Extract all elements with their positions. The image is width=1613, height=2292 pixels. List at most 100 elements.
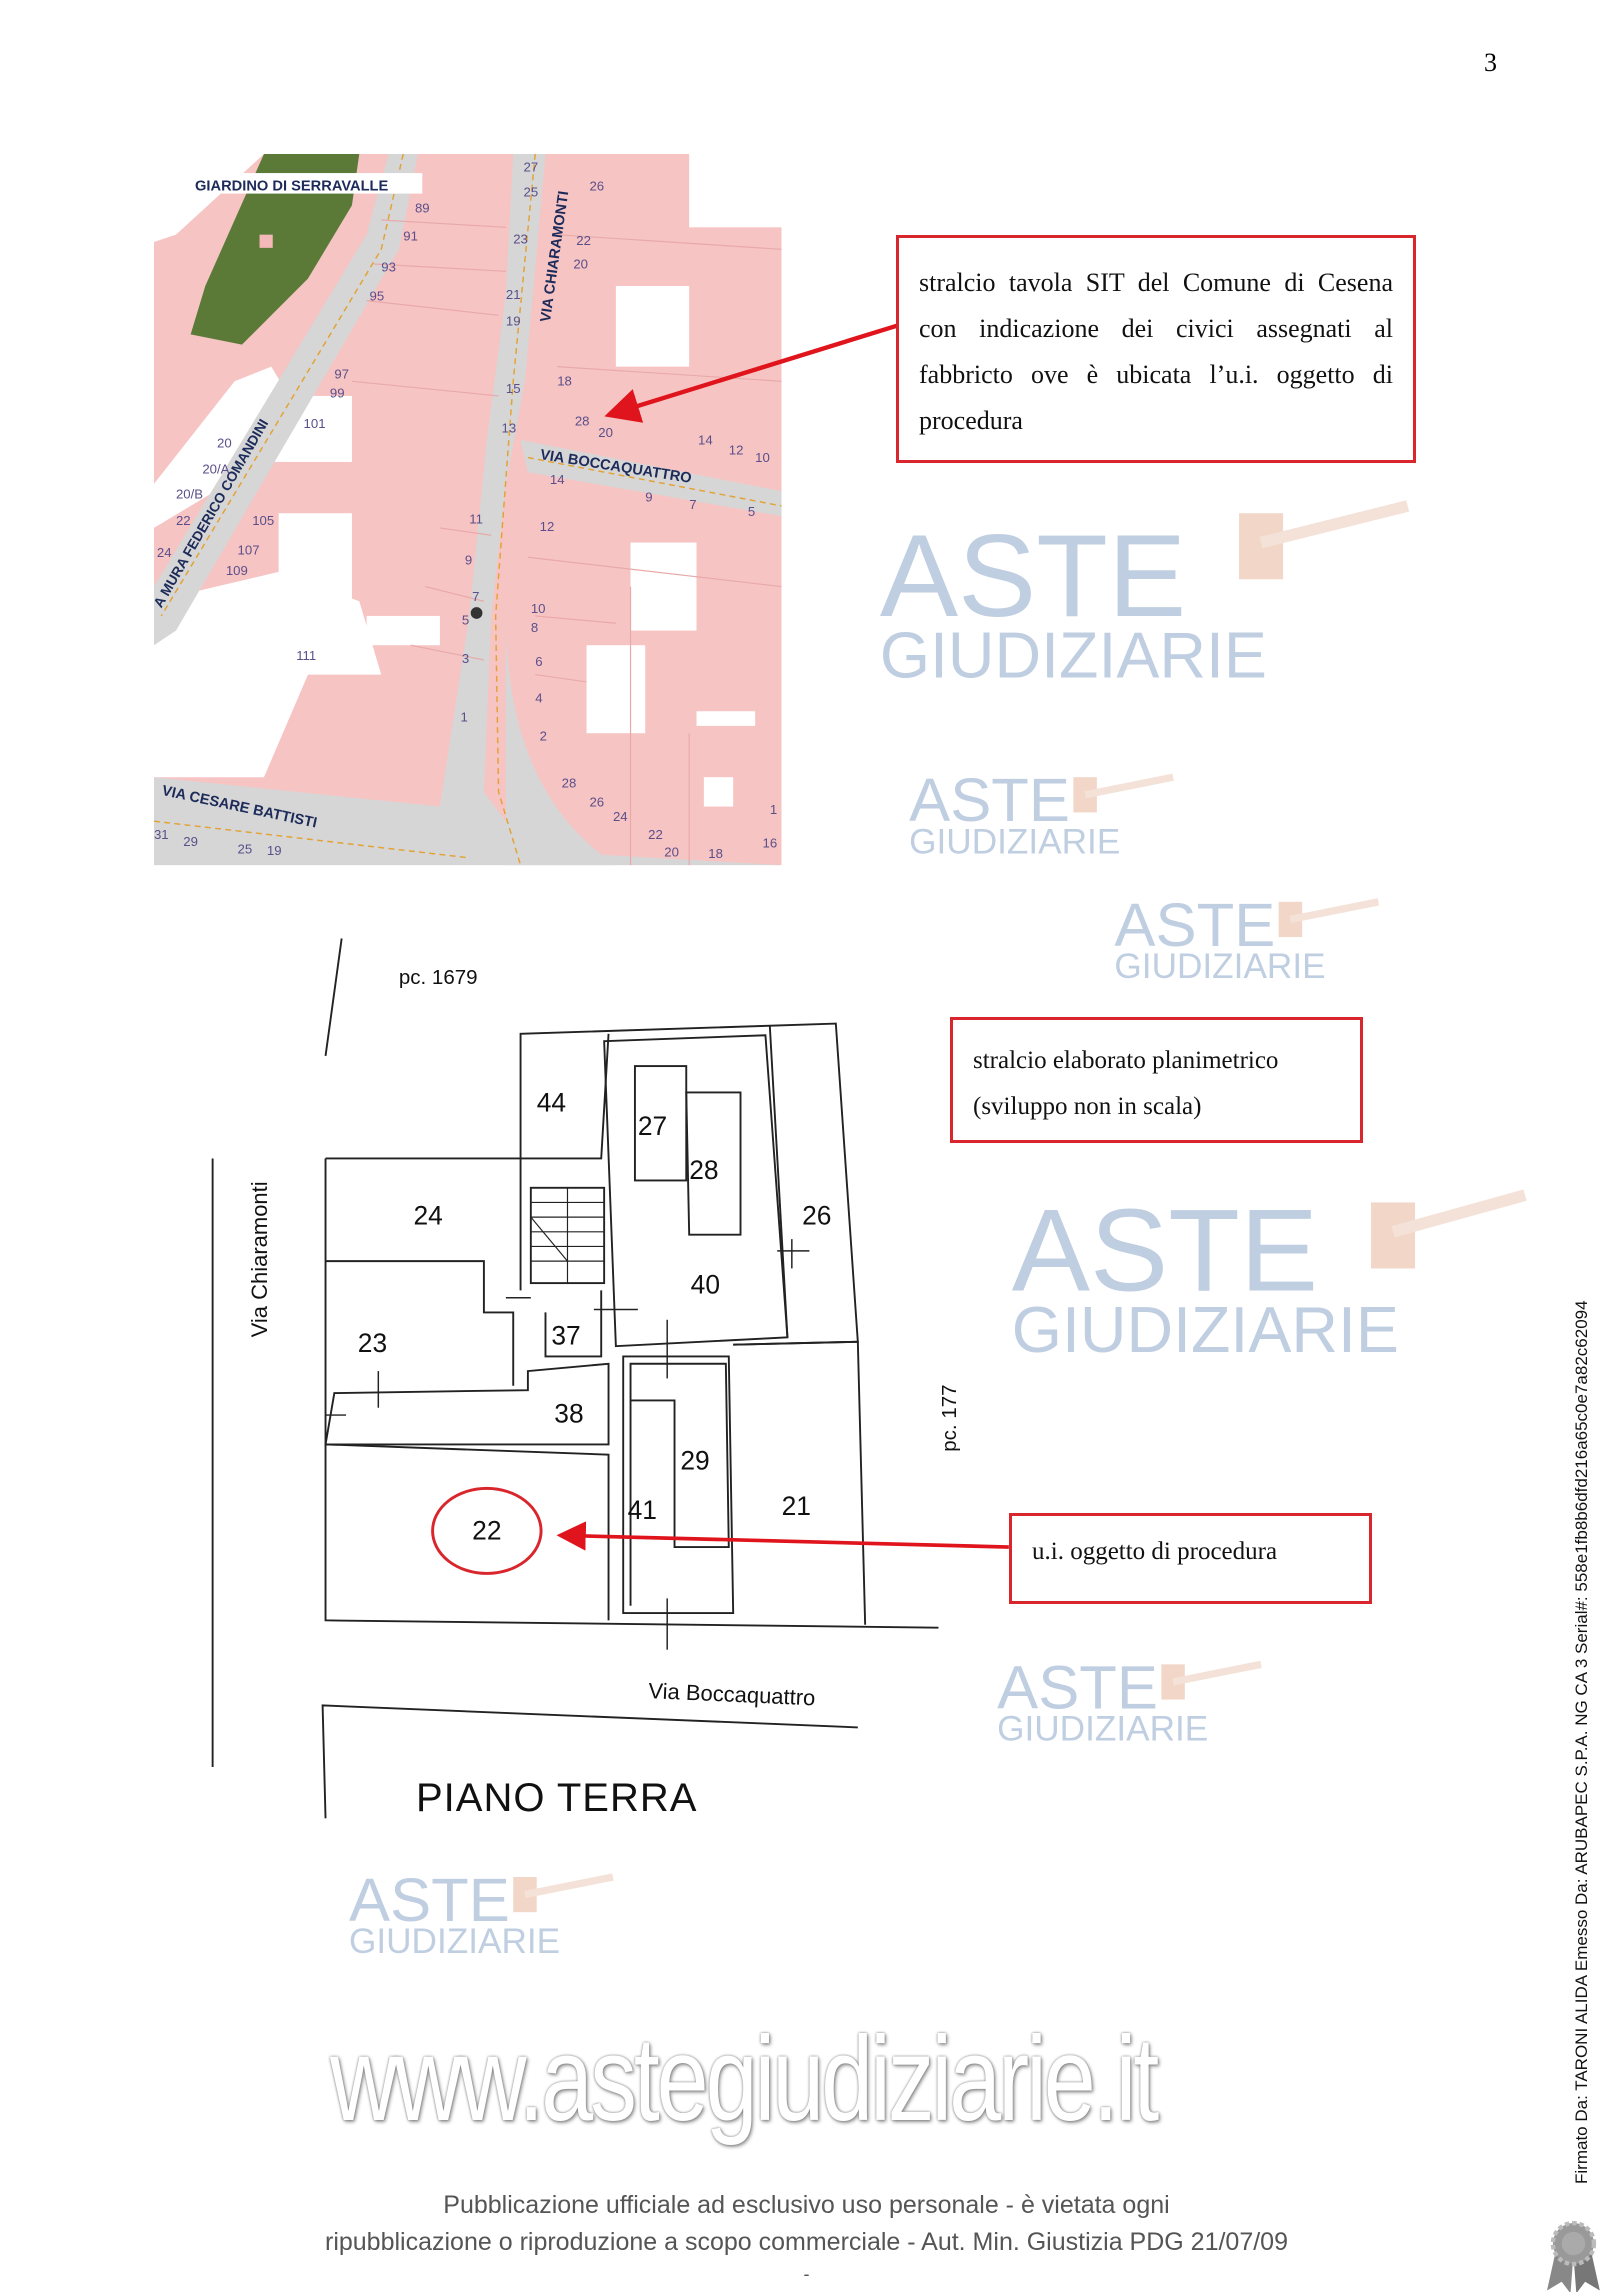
digital-signature-text: Firmato Da: TARONI ALIDA Emesso Da: ARUB… xyxy=(1572,1300,1591,2184)
civic-number: 99 xyxy=(330,385,345,400)
room-28: 28 xyxy=(689,1155,718,1185)
watermark-giudiziarie: GIUDIZIARIE xyxy=(349,1922,560,1961)
civic-number: 20/A xyxy=(202,462,229,477)
room-38: 38 xyxy=(554,1398,583,1428)
civic-number: 7 xyxy=(472,589,479,604)
civic-number: 5 xyxy=(748,504,755,519)
watermark-aste: ASTE xyxy=(997,1653,1158,1722)
room-23: 23 xyxy=(358,1328,387,1358)
civic-number: 105 xyxy=(252,513,274,528)
callout-arrow-sit xyxy=(604,323,899,423)
civic-number: 109 xyxy=(226,563,248,578)
plan-labels: pc. 1679 pc. 177 Via Chiaramonti Via Boc… xyxy=(247,966,961,1710)
watermark-giudiziarie: GIUDIZIARIE xyxy=(997,1710,1208,1749)
civic-number: 26 xyxy=(589,795,604,810)
civic-number: 6 xyxy=(535,654,542,669)
room-44: 44 xyxy=(537,1088,566,1118)
civic-number: 97 xyxy=(334,366,349,381)
civic-number: 22 xyxy=(576,233,591,248)
civic-number: 95 xyxy=(370,289,385,304)
site-watermark: www.astegiudiziarie.it xyxy=(330,2012,1159,2146)
civic-number: 9 xyxy=(465,553,472,568)
civic-number: 28 xyxy=(562,775,577,790)
callout-box-elaborato: stralcio elaborato planimetrico (svilupp… xyxy=(950,1017,1363,1143)
footer-line-2: ripubblicazione o riproduzione a scopo c… xyxy=(325,2228,1288,2256)
civic-number: 20 xyxy=(598,425,613,440)
civic-number: 2 xyxy=(540,729,547,744)
civic-number: 91 xyxy=(403,229,418,244)
watermark-giudiziarie: GIUDIZIARIE xyxy=(1114,947,1325,986)
map-roads xyxy=(153,154,782,866)
callout-box-sit: stralcio tavola SIT del Comune di Cesena… xyxy=(896,235,1416,463)
civic-number: 31 xyxy=(154,827,169,842)
civic-number: 1 xyxy=(460,709,467,724)
civic-number: 21 xyxy=(506,287,521,302)
civic-number: 14 xyxy=(550,472,565,487)
civic-number: 7 xyxy=(689,497,696,512)
watermark-aste: ASTE xyxy=(1012,1184,1318,1315)
civic-number: 24 xyxy=(157,545,172,560)
room-24: 24 xyxy=(414,1200,443,1230)
watermark-aste: ASTE xyxy=(909,766,1070,835)
civic-number: 11 xyxy=(469,512,483,527)
civic-number: 101 xyxy=(304,416,326,431)
pc-177-label: pc. 177 xyxy=(938,1384,961,1451)
civic-number: 25 xyxy=(523,185,538,200)
civic-number: 20 xyxy=(217,435,232,450)
civic-number: 26 xyxy=(589,179,604,194)
civic-number: 10 xyxy=(755,450,770,465)
civic-number: 3 xyxy=(462,651,469,666)
room-26: 26 xyxy=(802,1200,831,1230)
civic-number: 12 xyxy=(729,443,744,458)
via-boccaquattro-label: Via Boccaquattro xyxy=(648,1678,816,1710)
civic-number: 5 xyxy=(462,613,469,628)
watermark-aste: ASTE xyxy=(1114,891,1275,960)
civic-number: 22 xyxy=(648,827,663,842)
callout-elaborato-line1: stralcio elaborato planimetrico xyxy=(973,1047,1279,1074)
via-chiaramonti-label: Via Chiaramonti xyxy=(247,1181,272,1337)
sit-map: GIARDINO DI SERRAVALLE VIA CHIARAMONTI V… xyxy=(153,154,782,866)
callout-arrow-ui xyxy=(556,1521,1009,1551)
footer-line-1: Pubblicazione ufficiale ad esclusivo uso… xyxy=(443,2191,1170,2219)
room-29: 29 xyxy=(680,1445,709,1475)
room-37: 37 xyxy=(551,1321,580,1351)
floor-title: PIANO TERRA xyxy=(416,1776,698,1820)
watermark-giudiziarie: GIUDIZIARIE xyxy=(1012,1294,1399,1366)
civic-number: 27 xyxy=(523,160,538,175)
civic-number: 23 xyxy=(513,231,528,246)
watermark-aste: ASTE xyxy=(880,510,1186,641)
civic-number: 24 xyxy=(613,809,628,824)
civic-number: 14 xyxy=(698,432,713,447)
highlight-circle-22 xyxy=(431,1486,543,1575)
room-27: 27 xyxy=(638,1111,667,1141)
civic-number: 93 xyxy=(381,259,396,274)
watermark-giudiziarie: GIUDIZIARIE xyxy=(880,619,1267,691)
civic-number: 111 xyxy=(296,648,316,663)
civic-number: 22 xyxy=(176,513,191,528)
civic-number: 1 xyxy=(770,802,777,817)
digital-seal-icon xyxy=(1547,2220,1600,2292)
pc-1679-label: pc. 1679 xyxy=(399,966,478,989)
park xyxy=(190,154,360,345)
civic-number: 20/B xyxy=(176,487,203,502)
civic-number: 18 xyxy=(708,846,723,861)
civic-number: 18 xyxy=(557,374,572,389)
page-number: 3 xyxy=(1484,48,1497,77)
watermark-giudiziarie: GIUDIZIARIE xyxy=(909,822,1120,861)
footer-line-3: - xyxy=(803,2264,810,2284)
civic-number: 19 xyxy=(506,314,521,329)
civic-number: 15 xyxy=(506,381,521,396)
civic-number: 4 xyxy=(535,690,542,705)
room-41: 41 xyxy=(628,1495,657,1525)
room-40: 40 xyxy=(691,1269,720,1299)
room-21: 21 xyxy=(782,1491,811,1521)
civic-number: 89 xyxy=(415,201,430,216)
civic-number: 16 xyxy=(763,836,778,851)
civic-number: 20 xyxy=(664,844,679,859)
callout-elaborato-line2: (sviluppo non in scala) xyxy=(973,1093,1202,1120)
label-giardino: GIARDINO DI SERRAVALLE xyxy=(195,179,388,195)
watermark-aste: ASTE xyxy=(349,1866,510,1935)
